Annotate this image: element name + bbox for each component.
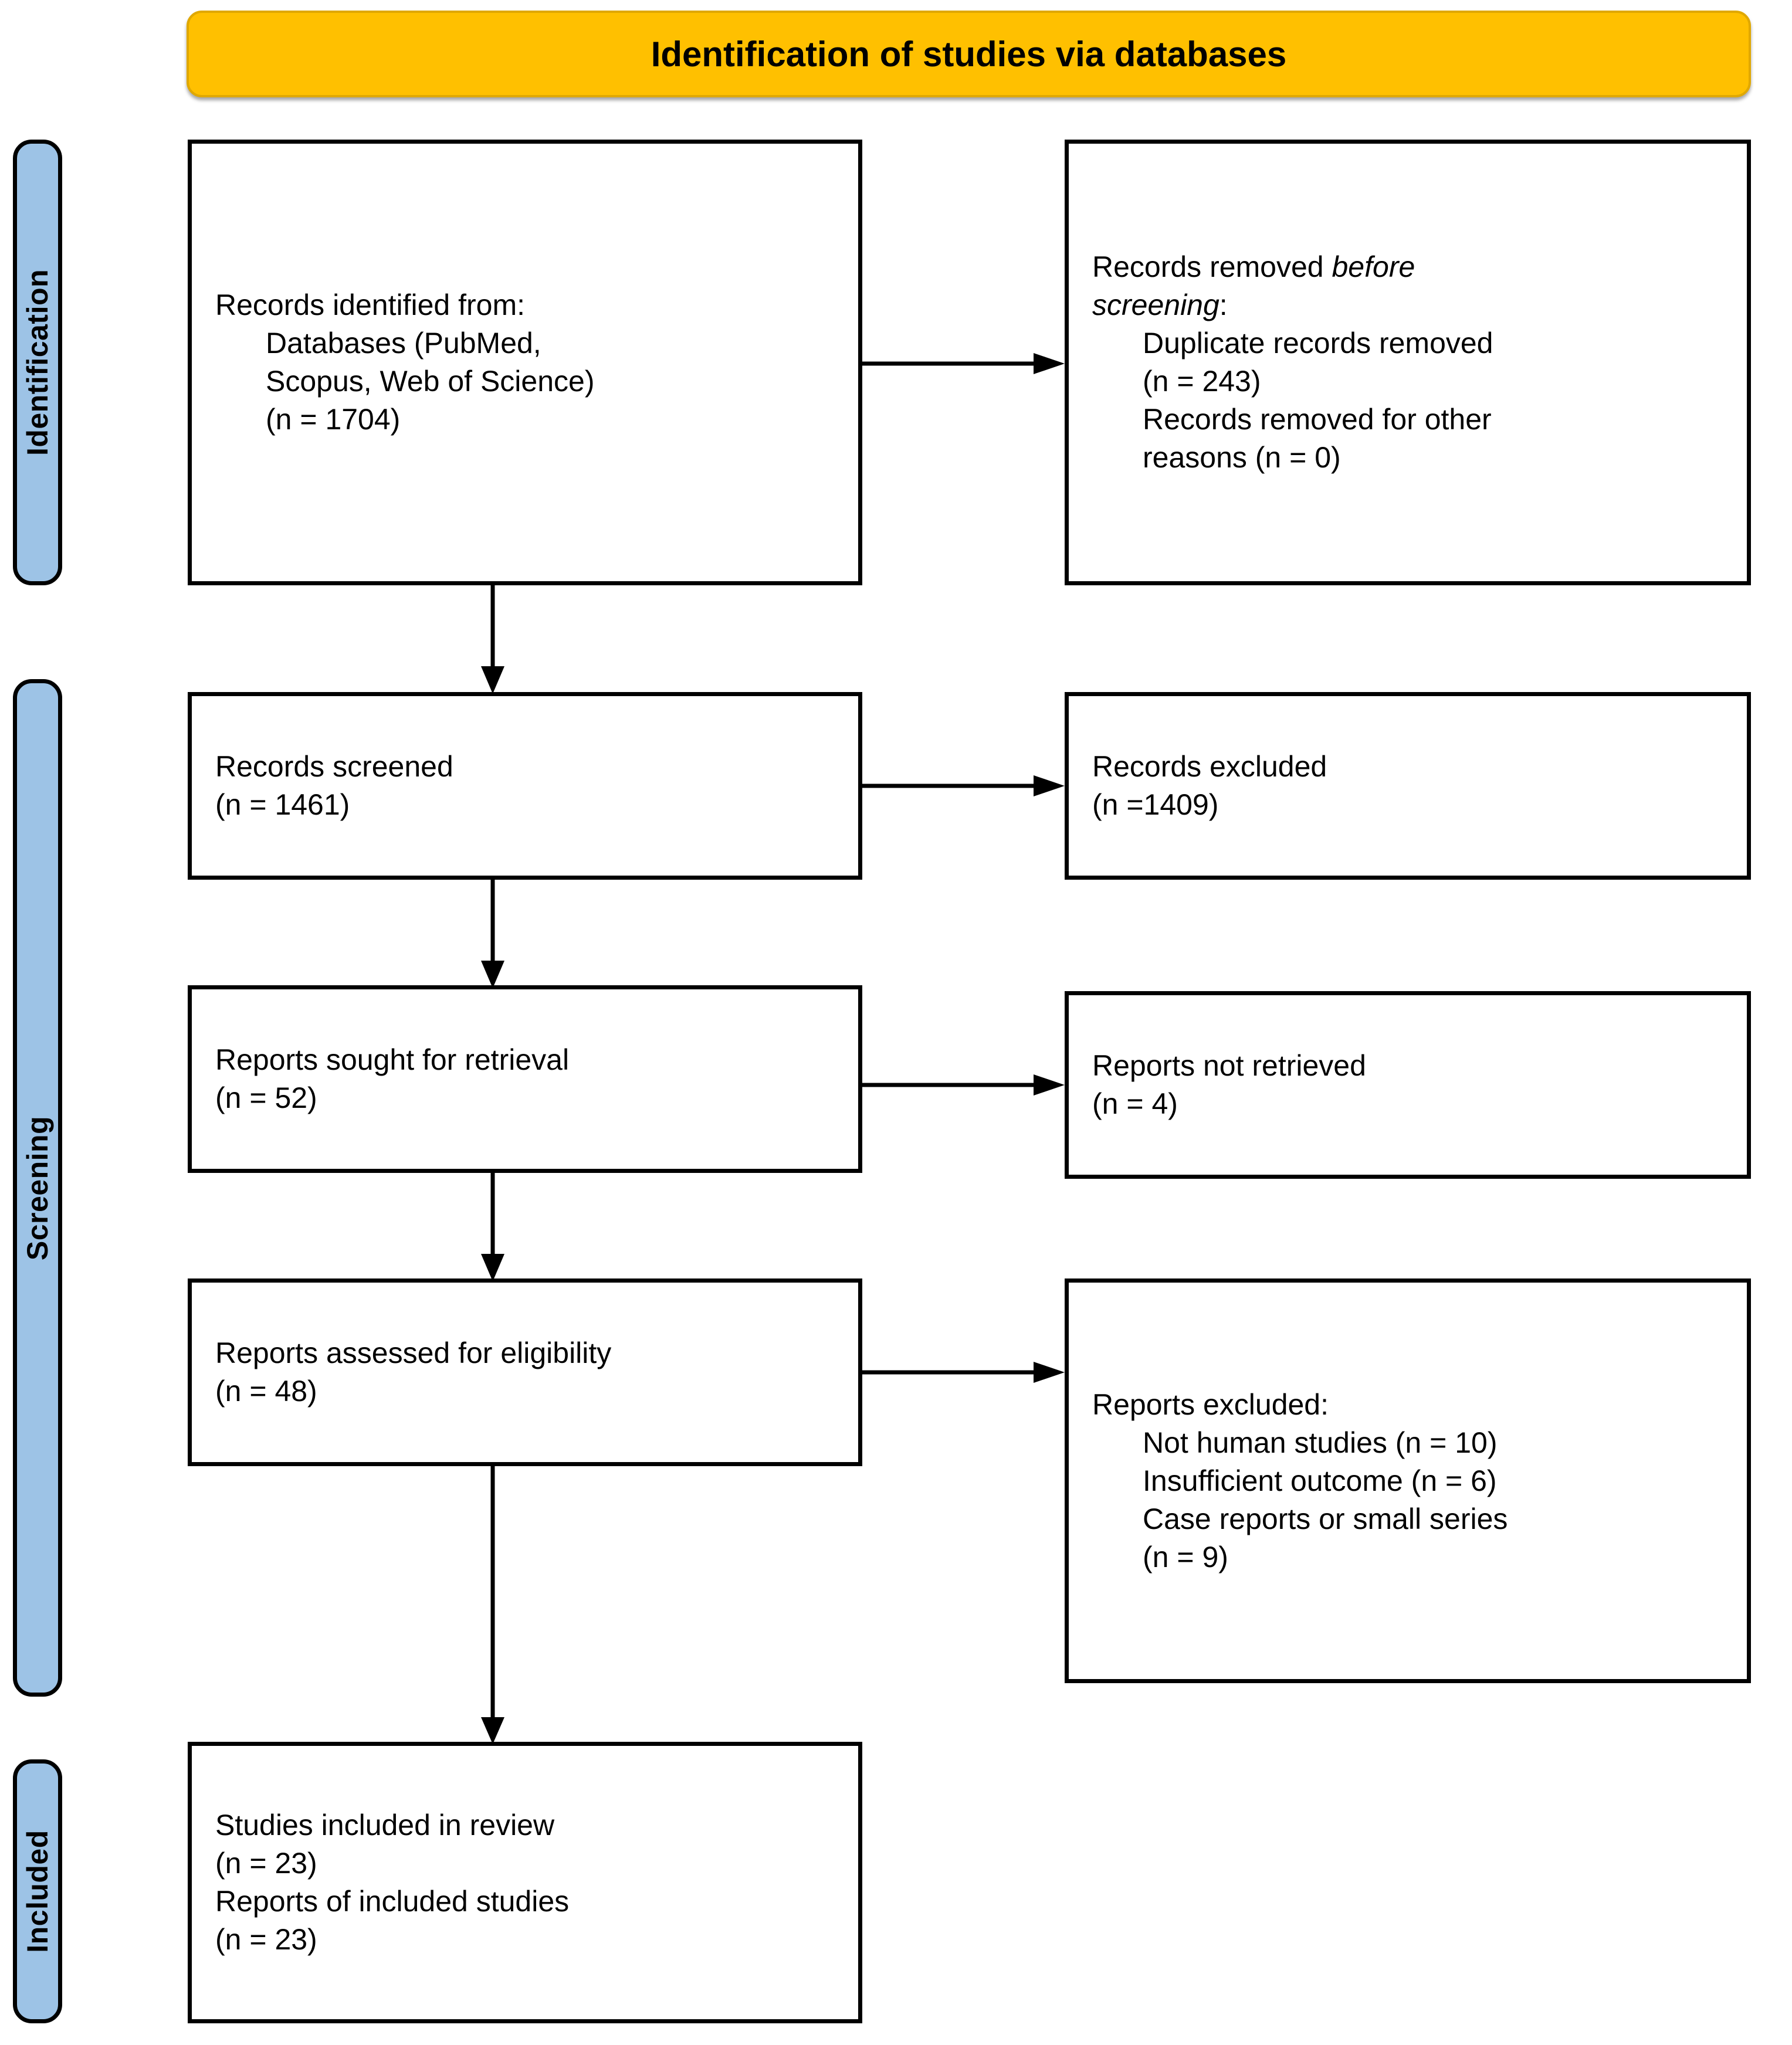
node-records-identified: Records identified from: Databases (PubM… [188, 140, 862, 585]
node-line: Duplicate records removed [1143, 327, 1493, 360]
node-line: Databases (PubMed, [266, 327, 541, 360]
node-reports-not-retrieved: Reports not retrieved (n = 4) [1065, 991, 1751, 1179]
node-records-removed-before-screening: Records removed before screening: Duplic… [1065, 140, 1751, 585]
stage-tab-identification: Identification [13, 140, 62, 585]
node-line: Case reports or small series [1143, 1502, 1508, 1535]
node-line: (n = 23) [215, 1847, 317, 1880]
arrow-sought-to-not-retrieved [862, 1073, 1068, 1097]
stage-tab-included-label: Included [21, 1830, 55, 1953]
node-line: Records removed for other [1143, 403, 1492, 436]
node-line: Reports not retrieved [1092, 1049, 1366, 1082]
node-line: (n = 4) [1092, 1087, 1178, 1120]
node-line: Studies included in review [215, 1809, 555, 1841]
node-reports-assessed-for-eligibility: Reports assessed for eligibility (n = 48… [188, 1278, 862, 1466]
diagram-header-banner: Identification of studies via databases [187, 11, 1751, 97]
node-line: (n = 1461) [215, 788, 350, 821]
node-line: Reports of included studies [215, 1885, 570, 1918]
node-line: Reports excluded: [1092, 1388, 1329, 1421]
stage-tab-screening-label: Screening [21, 1115, 54, 1260]
node-studies-included-in-review: Studies included in review (n = 23) Repo… [188, 1742, 862, 2023]
stage-tab-identification-label: Identification [21, 269, 55, 456]
node-line: (n = 1704) [266, 403, 401, 436]
stage-tab-included: Included [13, 1759, 62, 2023]
node-line: Insufficient outcome (n = 6) [1143, 1464, 1497, 1497]
node-records-screened: Records screened (n = 1461) [188, 692, 862, 880]
arrow-sought-to-assessed [475, 1173, 510, 1284]
arrow-assessed-to-included [475, 1466, 510, 1748]
node-line-text: : [1219, 289, 1228, 321]
node-line: Reports sought for retrieval [215, 1043, 570, 1076]
node-reports-sought-for-retrieval: Reports sought for retrieval (n = 52) [188, 985, 862, 1173]
node-records-excluded: Records excluded (n =1409) [1065, 692, 1751, 880]
arrow-screened-to-excluded [862, 774, 1068, 798]
node-line: (n =1409) [1092, 788, 1219, 821]
node-reports-excluded: Reports excluded: Not human studies (n =… [1065, 1278, 1751, 1683]
node-line: (n = 243) [1143, 365, 1261, 398]
node-line: reasons (n = 0) [1143, 441, 1341, 474]
node-line: Reports assessed for eligibility [215, 1337, 612, 1369]
node-line: Scopus, Web of Science) [266, 365, 595, 398]
arrow-assessed-to-reports-excluded [862, 1361, 1068, 1384]
arrow-identified-to-removed [862, 352, 1068, 375]
page-title: Identification of studies via databases [651, 34, 1287, 74]
node-line-emphasis: before [1332, 250, 1415, 283]
stage-tab-screening: Screening [13, 679, 62, 1697]
node-line: Records removed before [1092, 248, 1723, 286]
node-line: (n = 52) [215, 1081, 317, 1114]
node-line: (n = 23) [215, 1923, 317, 1956]
node-line: (n = 48) [215, 1375, 317, 1408]
arrow-screened-to-sought [475, 880, 510, 991]
node-line-text: Records removed [1092, 250, 1332, 283]
node-line: Records screened [215, 750, 453, 783]
node-line: (n = 9) [1143, 1540, 1228, 1573]
node-line: Not human studies (n = 10) [1143, 1426, 1498, 1459]
node-line-emphasis: screening [1092, 289, 1219, 321]
node-line: screening: [1092, 286, 1723, 324]
node-line: Records identified from: [215, 289, 526, 321]
node-line: Records excluded [1092, 750, 1327, 783]
arrow-identified-to-screened [475, 585, 510, 697]
